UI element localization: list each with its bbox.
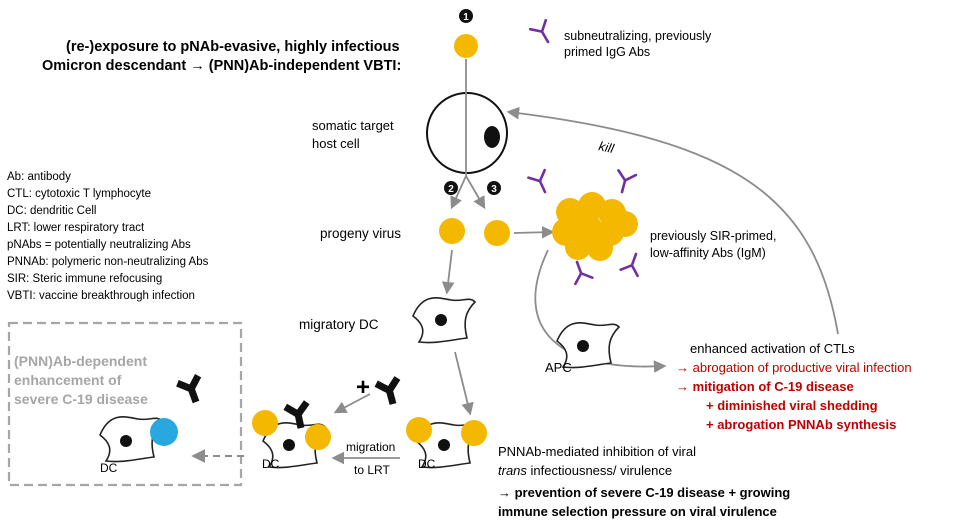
dendritic-cell-icon bbox=[99, 416, 163, 463]
arrow-to-migratory-dc bbox=[441, 249, 455, 295]
svg-text:1: 1 bbox=[463, 12, 469, 23]
legend-item-0: Ab: antibody bbox=[7, 171, 71, 183]
arrow-to-lrt-dc bbox=[454, 351, 474, 416]
step-1-marker: 1 bbox=[459, 9, 473, 23]
igm-note-line1: previously SIR-primed, bbox=[650, 229, 776, 243]
ade-line3: severe C-19 disease bbox=[14, 391, 148, 407]
ade-line1: (PNN)Ab-dependent bbox=[14, 353, 147, 369]
progeny-label: progeny virus bbox=[320, 226, 401, 241]
dc-label-middle: DC bbox=[262, 457, 280, 471]
migration-line1: migration bbox=[346, 440, 395, 454]
step-2-marker: 2 bbox=[444, 181, 458, 195]
ctl-line1: enhanced activation of CTLs bbox=[690, 341, 855, 356]
kill-label: kill bbox=[597, 138, 616, 156]
svg-text:3: 3 bbox=[491, 184, 497, 195]
arrow-to-progeny-3 bbox=[465, 175, 486, 210]
igm-note-line2: low-affinity Abs (IgM) bbox=[650, 246, 766, 260]
progeny-virus-3-icon bbox=[484, 220, 510, 246]
ade-line2: enhancement of bbox=[14, 372, 122, 388]
igg-antibody-icon bbox=[528, 18, 558, 48]
inhibition-line3: → prevention of severe C-19 disease + gr… bbox=[498, 485, 790, 500]
igm-antibody-icon bbox=[612, 169, 638, 196]
progeny-virus-2-icon bbox=[439, 218, 465, 244]
arrow-to-progeny-2 bbox=[450, 175, 467, 210]
igg-note-line1: subneutralizing, previously bbox=[564, 29, 712, 43]
apc-label: APC bbox=[545, 360, 572, 375]
legend-item-6: SIR: Steric immune refocusing bbox=[7, 273, 162, 285]
virus-cluster bbox=[552, 192, 638, 261]
inhibition-line4: immune selection pressure on viral virul… bbox=[498, 504, 777, 519]
migration-line2: to LRT bbox=[354, 463, 390, 477]
legend-item-7: VBTI: vaccine breakthrough infection bbox=[7, 290, 195, 302]
ctl-line2: → abrogation of productive viral infecti… bbox=[676, 360, 912, 375]
igm-antibody-icon bbox=[567, 257, 594, 286]
migratory-dc-label: migratory DC bbox=[299, 317, 379, 332]
arrow-antibody-to-dc bbox=[333, 393, 371, 414]
antibody-black-icon bbox=[376, 378, 403, 407]
legend-item-2: DC: dendritic Cell bbox=[7, 205, 96, 217]
dc-label-box: DC bbox=[100, 461, 118, 475]
ctl-line5: + abrogation PNNAb synthesis bbox=[706, 417, 896, 432]
inhibition-line2: trans infectiousness/ virulence bbox=[498, 463, 672, 478]
igm-antibody-icon bbox=[619, 249, 646, 278]
apc-cell-icon bbox=[556, 322, 620, 369]
igm-antibody-icon bbox=[527, 168, 555, 198]
inhibition-line1: PNNAb-mediated inhibition of viral bbox=[498, 444, 696, 459]
virus-particle-icon bbox=[252, 410, 278, 436]
host-cell-nucleus-icon bbox=[484, 126, 500, 148]
arrow-to-ctl bbox=[534, 249, 667, 373]
igg-note-line2: primed IgG Abs bbox=[564, 45, 650, 59]
host-cell-icon bbox=[426, 92, 508, 174]
virus-particle-icon bbox=[305, 424, 331, 450]
legend-item-5: PNNAb: polymeric non-neutralizing Abs bbox=[7, 256, 209, 268]
legend-item-3: LRT: lower respiratory tract bbox=[7, 222, 145, 234]
host-cell-label-line2: host cell bbox=[312, 136, 360, 151]
header-line2: Omicron descendant → (PNN)Ab-independent… bbox=[42, 58, 401, 74]
kill-arrow bbox=[506, 106, 839, 335]
svg-text:2: 2 bbox=[448, 184, 454, 195]
dendritic-cell-icon bbox=[415, 422, 479, 469]
virus-particle-icon bbox=[461, 420, 487, 446]
step-3-marker: 3 bbox=[487, 181, 501, 195]
bound-virus-icon bbox=[150, 418, 178, 446]
antibody-black-icon bbox=[177, 376, 206, 406]
virus-particle-icon bbox=[454, 34, 478, 58]
dendritic-cell-icon bbox=[412, 297, 476, 344]
ctl-line3: → mitigation of C-19 disease bbox=[676, 379, 854, 394]
header-line1: (re-)exposure to pNAb-evasive, highly in… bbox=[66, 39, 400, 55]
dendritic-cell-icon bbox=[262, 422, 326, 469]
ctl-line4: + diminished viral shedding bbox=[706, 398, 878, 413]
legend-item-4: pNAbs = potentially neutralizing Abs bbox=[7, 239, 191, 251]
dc-label-lrt: DC bbox=[418, 457, 436, 471]
virus-particle-icon bbox=[406, 417, 432, 443]
arrow-to-cluster bbox=[513, 225, 555, 239]
host-cell-label-line1: somatic target bbox=[312, 118, 394, 133]
legend-item-1: CTL: cytotoxic T lymphocyte bbox=[7, 188, 151, 200]
ade-box bbox=[7, 321, 243, 487]
plus-sign: + bbox=[356, 374, 370, 401]
